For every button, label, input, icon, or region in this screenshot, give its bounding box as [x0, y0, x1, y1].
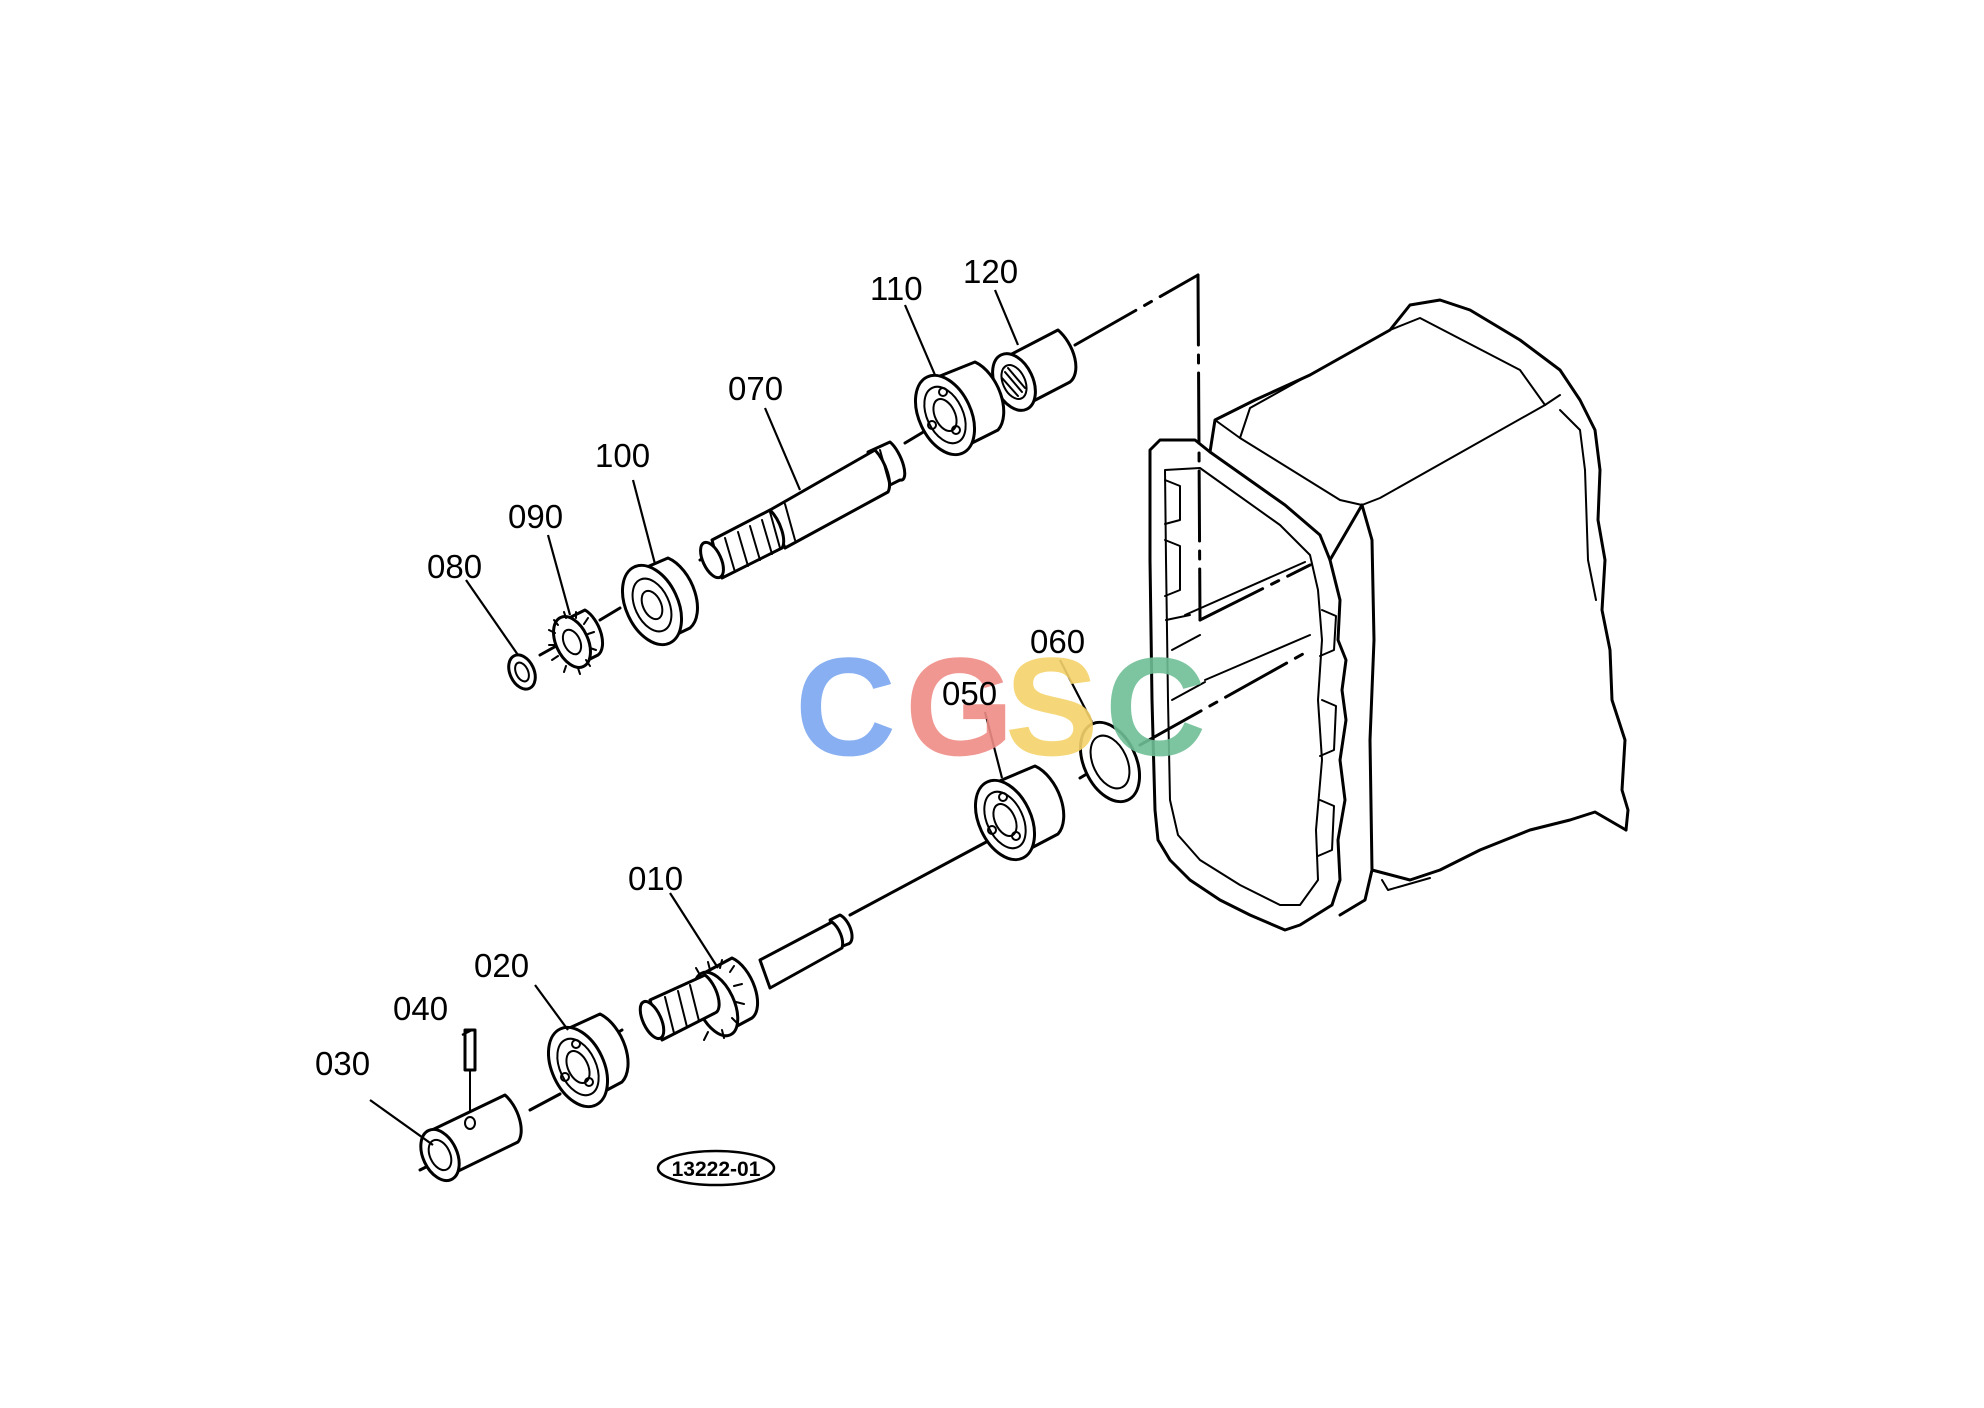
watermark-letter-2: G: [905, 628, 1014, 785]
part-010-gear-shaft: [638, 913, 854, 1042]
part-040-spring-pin: [463, 1028, 477, 1119]
part-120-collar: [991, 328, 1078, 412]
watermark-letter-1: C: [795, 628, 896, 785]
part-080-circlip: [507, 653, 537, 691]
label-090: 090: [508, 498, 563, 535]
part-100-bearing: [620, 556, 699, 647]
part-070-shaft: [699, 440, 907, 580]
label-070: 070: [728, 370, 783, 407]
label-110: 110: [870, 270, 923, 307]
label-040: 040: [393, 990, 448, 1027]
reference-code-badge: 13222-01: [656, 1149, 776, 1187]
label-080: 080: [427, 548, 482, 585]
label-100: 100: [595, 437, 650, 474]
part-020-bearing: [546, 1012, 630, 1109]
transmission-case: [1148, 298, 1630, 932]
part-060-washer: [1078, 720, 1142, 804]
watermark-letter-3: S: [1005, 628, 1098, 785]
part-labels: 030 040 020 010 050 060 080 090 100 070 …: [315, 253, 1085, 1082]
label-030: 030: [315, 1045, 370, 1082]
part-090-gear: [548, 608, 605, 675]
part-030-collar: [419, 1093, 523, 1183]
label-120: 120: [963, 253, 1018, 290]
watermark: C G S C: [795, 628, 1206, 785]
reference-code: 13222-01: [672, 1158, 761, 1181]
leader-lines: [369, 289, 1093, 1146]
label-060: 060: [1030, 623, 1085, 660]
part-110-bearing: [913, 360, 1006, 457]
watermark-letter-4: C: [1105, 628, 1206, 785]
label-010: 010: [628, 860, 683, 897]
label-050: 050: [942, 675, 997, 712]
label-020: 020: [474, 947, 529, 984]
part-050-bearing: [973, 764, 1066, 862]
